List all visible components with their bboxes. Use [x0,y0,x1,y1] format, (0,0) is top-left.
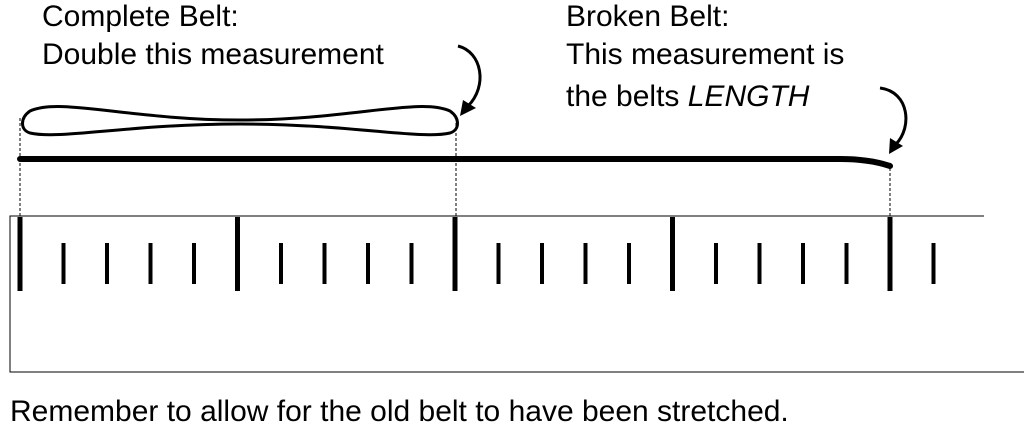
complete-belt-instruction: Double this measurement [42,38,384,71]
broken-belt-title: Broken Belt: [566,0,730,33]
broken-belt-instruction-line1: This measurement is [566,38,845,71]
broken-belt-instruction-prefix: the belts [566,80,688,113]
broken-belt-arrowhead [889,138,903,154]
complete-belt-arrow [457,44,482,108]
ruler-ticks [17,217,936,291]
complete-belt-arrowhead [460,100,476,116]
complete-belt-loop [21,105,459,137]
ruler-outline [9,215,1024,373]
broken-belt-length-emphasis: LENGTH [687,80,810,113]
footer-note: Remember to allow for the old belt to ha… [10,395,789,428]
broken-belt-arrow [879,86,908,146]
broken-belt-instruction-line2: the belts LENGTH [566,80,809,114]
broken-belt-line [17,156,893,169]
complete-belt-title: Complete Belt: [42,0,239,33]
